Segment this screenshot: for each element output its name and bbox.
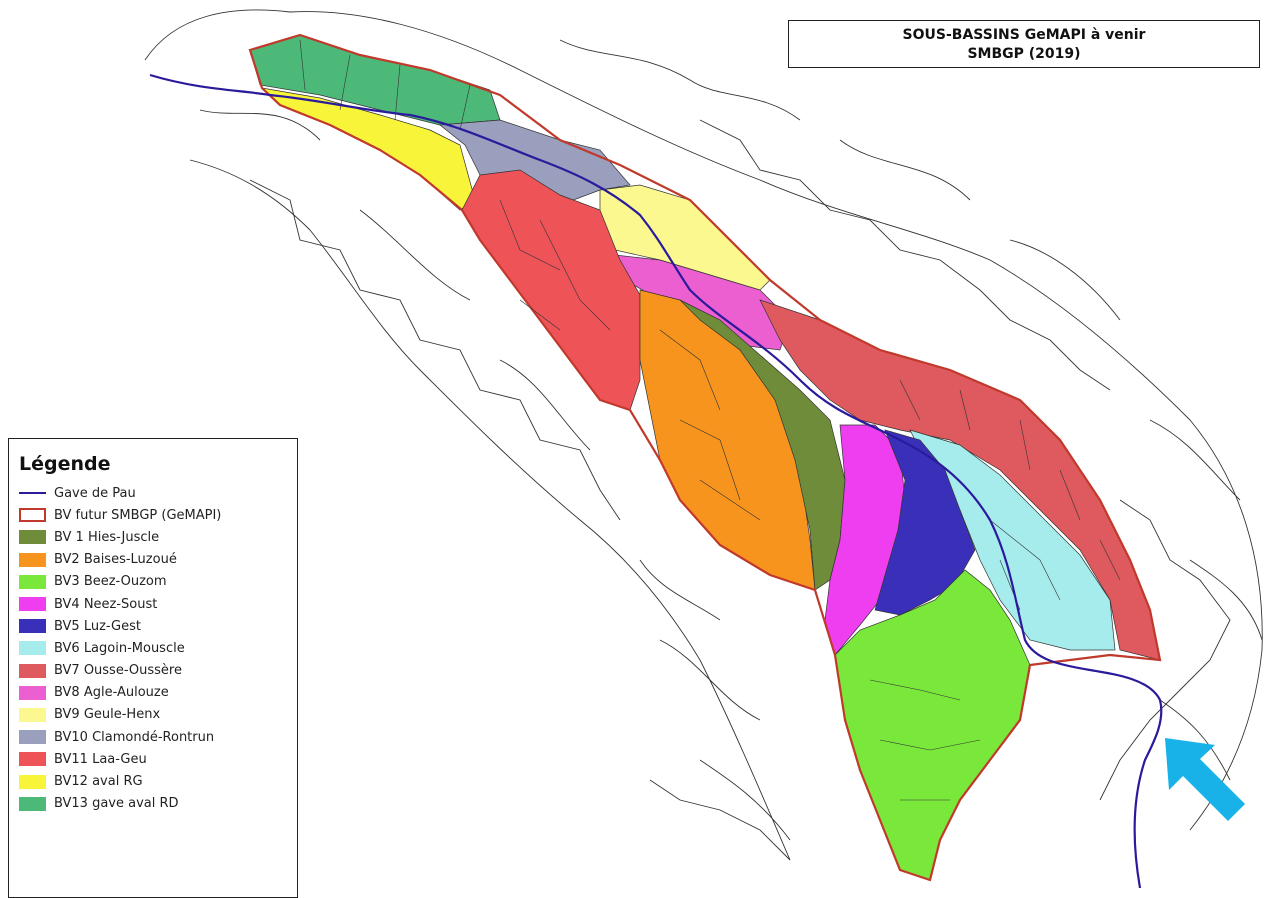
legend-swatch <box>19 530 46 545</box>
legend-label: BV13 gave aval RD <box>54 796 179 812</box>
legend-item: BV8 Agle-Aulouze <box>19 682 287 704</box>
legend-label: BV8 Agle-Aulouze <box>54 685 169 701</box>
legend-item: BV5 Luz-Gest <box>19 615 287 637</box>
basin-internal-lines <box>299 39 1121 801</box>
legend-item: BV 1 Hies-Juscle <box>19 526 287 548</box>
legend-label: BV3 Beez-Ouzom <box>54 574 167 590</box>
legend-swatch <box>19 752 46 767</box>
legend-label: BV5 Luz-Gest <box>54 618 142 634</box>
map-title: SOUS-BASSINS GeMAPI à venir SMBGP (2019) <box>788 20 1260 68</box>
legend-item: BV3 Beez-Ouzom <box>19 571 287 593</box>
legend-item: BV4 Neez-Soust <box>19 593 287 615</box>
legend-item: Gave de Pau <box>19 482 287 504</box>
legend-swatch <box>19 619 46 634</box>
legend-item: BV7 Ousse-Oussère <box>19 660 287 682</box>
legend-swatch <box>19 492 46 495</box>
legend-panel: Légende Gave de Pau BV futur SMBGP (GeMAP… <box>8 438 298 898</box>
legend-swatch <box>19 730 46 745</box>
legend-item: BV2 Baises-Luzoué <box>19 549 287 571</box>
legend-label: BV10 Clamondé-Rontrun <box>54 729 215 745</box>
gave-de-pau-river <box>149 73 1163 888</box>
legend-items: Gave de Pau BV futur SMBGP (GeMAPI) BV 1 H… <box>19 482 287 815</box>
bv5-region <box>874 429 976 616</box>
legend-label: BV12 aval RG <box>54 774 143 790</box>
legend-label: BV futur SMBGP (GeMAPI) <box>54 507 222 523</box>
legend-label: BV4 Neez-Soust <box>54 596 158 612</box>
legend-swatch <box>19 707 46 722</box>
legend-label: BV6 Lagoin-Mouscle <box>54 640 185 656</box>
legend-item: BV12 aval RG <box>19 770 287 792</box>
map-title-line2: SMBGP (2019) <box>967 46 1081 62</box>
legend-swatch <box>19 597 46 612</box>
legend-label: BV2 Baises-Luzoué <box>54 552 177 568</box>
legend-label: BV11 Laa-Geu <box>54 751 147 767</box>
arrow-up-left-icon <box>1165 738 1245 821</box>
legend-item: BV9 Geule-Henx <box>19 704 287 726</box>
legend-label: BV7 Ousse-Oussère <box>54 663 182 679</box>
commune-boundaries <box>144 9 1263 861</box>
smbgp-outline <box>248 33 1162 882</box>
legend-item: BV10 Clamondé-Rontrun <box>19 726 287 748</box>
legend-swatch <box>19 641 46 656</box>
legend-swatch <box>19 796 46 811</box>
legend-swatch <box>19 685 46 700</box>
legend-swatch <box>19 663 46 678</box>
legend-swatch <box>19 774 46 789</box>
legend-swatch <box>19 508 46 523</box>
legend-label: BV 1 Hies-Juscle <box>54 529 160 545</box>
map-title-line1: SOUS-BASSINS GeMAPI à venir <box>902 27 1146 43</box>
legend-swatch <box>19 552 46 567</box>
legend-item: BV6 Lagoin-Mouscle <box>19 637 287 659</box>
legend-label: Gave de Pau <box>54 485 136 501</box>
legend-item: BV futur SMBGP (GeMAPI) <box>19 504 287 526</box>
legend-item: BV11 Laa-Geu <box>19 748 287 770</box>
legend-item: BV13 gave aval RD <box>19 793 287 815</box>
legend-title: Légende <box>19 453 111 475</box>
legend-swatch <box>19 574 46 589</box>
legend-label: BV9 Geule-Henx <box>54 707 161 723</box>
